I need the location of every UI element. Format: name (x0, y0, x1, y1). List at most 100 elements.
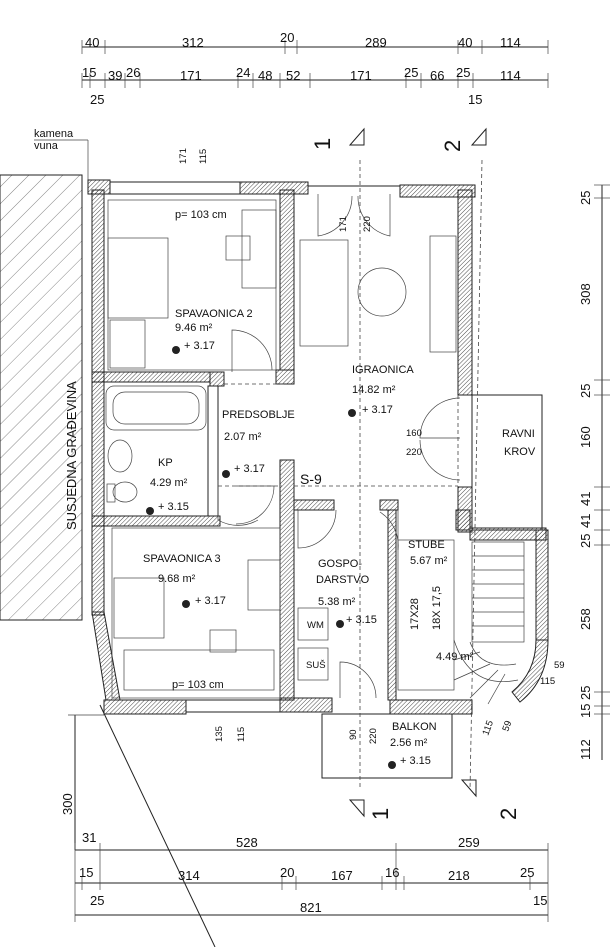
dim-left: 300 (60, 793, 75, 815)
right-dimensions: 25 308 25 160 41 41 25 258 25 15 112 (578, 184, 610, 760)
dim-b2-6: 218 (448, 868, 470, 883)
dim-r-10: 15 (578, 704, 593, 718)
dim-r-4: 160 (578, 426, 593, 448)
stair-size-1: 17X28 (409, 598, 421, 630)
open-bottom-win-h: 115 (236, 727, 247, 742)
neighbour-label: SUSJEDNA GRAĐEVINA (64, 381, 79, 530)
room-gospodarstvo-name-1: GOSPO- (318, 558, 362, 570)
room-spavaonica3-level: + 3.17 (195, 595, 226, 607)
section-2-bottom: 2 (496, 808, 521, 820)
furniture (105, 199, 457, 699)
dim-top2-2: 39 (108, 68, 122, 83)
room-kp-name: KP (158, 457, 173, 469)
roof-line-1: RAVNI (502, 428, 535, 440)
dim-b2-1: 15 (79, 865, 93, 880)
flat-roof: RAVNI KROV (471, 394, 543, 531)
room-gospodarstvo-level: + 3.15 (346, 614, 377, 626)
open-balkon-h: 220 (368, 728, 379, 744)
dim-r-3: 25 (578, 384, 593, 398)
bay-dim-d: 59 (500, 719, 514, 733)
dim-top-4: 289 (365, 35, 387, 50)
section-markers: 1 2 1 2 (310, 127, 521, 820)
dim-r-7: 25 (578, 534, 593, 548)
room-kp-area: 4.29 m² (150, 477, 188, 489)
wm-label: WM (307, 620, 324, 631)
dim-top-6: 114 (500, 35, 521, 50)
room-gospodarstvo-area: 5.38 m² (318, 596, 356, 608)
dim-b2-2: 314 (178, 868, 200, 883)
room-spavaonica2-name: SPAVAONICA 2 (175, 308, 253, 320)
exterior-walls (87, 179, 549, 715)
open-top-left-w: 171 (178, 148, 189, 164)
room-stube-name: STUBE (408, 539, 445, 551)
dim-r-11: 112 (578, 739, 593, 760)
room-balkon-name: BALKON (392, 721, 437, 733)
room-balkon-area: 2.56 m² (390, 737, 428, 749)
neighbour-building: SUSJEDNA GRAĐEVINA (0, 174, 83, 621)
sus-label: SUŠ (306, 660, 326, 671)
room-predsoblje-level: + 3.17 (234, 463, 265, 475)
section-1-top: 1 (310, 138, 335, 150)
room-spavaonica2-level: + 3.17 (184, 340, 215, 352)
level-markers (146, 346, 396, 769)
dim-top2-3: 26 (126, 65, 140, 80)
section-1-bottom: 1 (368, 808, 393, 820)
dim-b1-2: 528 (236, 835, 258, 850)
room-stube-area: 5.67 m² (410, 555, 448, 567)
dim-top3-1: 25 (90, 92, 104, 107)
dim-top-3: 20 (280, 30, 294, 45)
dim-r-9: 25 (578, 686, 593, 700)
dim-top-2: 312 (182, 35, 204, 50)
room-spavaonica3-area: 9.68 m² (158, 573, 196, 585)
note-line-2: vuna (34, 140, 59, 152)
room-gospodarstvo-name-2: DARSTVO (316, 574, 370, 586)
window-bottom-label: p= 103 cm (172, 679, 224, 691)
left-dimension: 300 (60, 714, 104, 850)
bay-dim-a: 59 (554, 660, 565, 671)
open-top-left-h: 115 (198, 149, 209, 164)
dim-top2-7: 52 (286, 68, 300, 83)
openings-dashed (218, 383, 459, 487)
room-predsoblje-name: PREDSOBLJE (222, 409, 295, 421)
dim-b2-3: 20 (280, 865, 294, 880)
doors (217, 194, 461, 699)
open-right-door-h: 220 (406, 447, 422, 458)
dim-top-1: 40 (85, 35, 99, 50)
section-2-top: 2 (440, 140, 465, 152)
roof-line-2: KROV (504, 446, 536, 458)
dim-b1-3: 259 (458, 835, 480, 850)
room-balkon-level: + 3.15 (400, 755, 431, 767)
dim-r-5: 41 (578, 492, 593, 506)
room-igraonica-area: 14.82 m² (352, 384, 396, 396)
dim-b1-1: 31 (82, 830, 96, 845)
dim-top3-2: 15 (468, 92, 482, 107)
dim-total: 821 (300, 900, 322, 915)
dim-top2-9: 25 (404, 65, 418, 80)
dim-b2-4: 167 (331, 868, 353, 883)
stair-size-2: 18X 17,5 (431, 586, 443, 630)
open-top-door-w: 171 (338, 216, 349, 232)
bottom-dimensions: 31 528 259 15 314 20 167 16 218 25 25 15… (74, 830, 549, 922)
note-line-1: kamena (34, 128, 74, 140)
room-predsoblje-area: 2.07 m² (224, 431, 262, 443)
dim-b2-7: 25 (520, 865, 534, 880)
dim-b2-5: 16 (385, 865, 399, 880)
room-spavaonica2-area: 9.46 m² (175, 322, 213, 334)
open-bottom-win-w: 135 (214, 726, 225, 742)
room-kp-level: + 3.15 (158, 501, 189, 513)
window-top-label: p= 103 cm (175, 209, 227, 221)
dim-b3-2: 15 (533, 893, 547, 908)
dim-top2-11: 25 (456, 65, 470, 80)
dim-r-8: 258 (578, 608, 593, 630)
opening-dims: 171 115 171 220 160 220 135 115 90 220 5… (178, 148, 565, 744)
dim-top2-1: 15 (82, 65, 96, 80)
balcony (321, 713, 453, 779)
bay-dim-c: 115 (480, 719, 496, 737)
dim-b3-1: 25 (90, 893, 104, 908)
dim-top2-5: 24 (236, 65, 250, 80)
room-stube-area2: 4.49 m² (436, 651, 474, 663)
dim-r-1: 25 (578, 191, 593, 205)
dim-r-2: 308 (578, 283, 593, 305)
dim-r-6: 41 (578, 514, 593, 528)
